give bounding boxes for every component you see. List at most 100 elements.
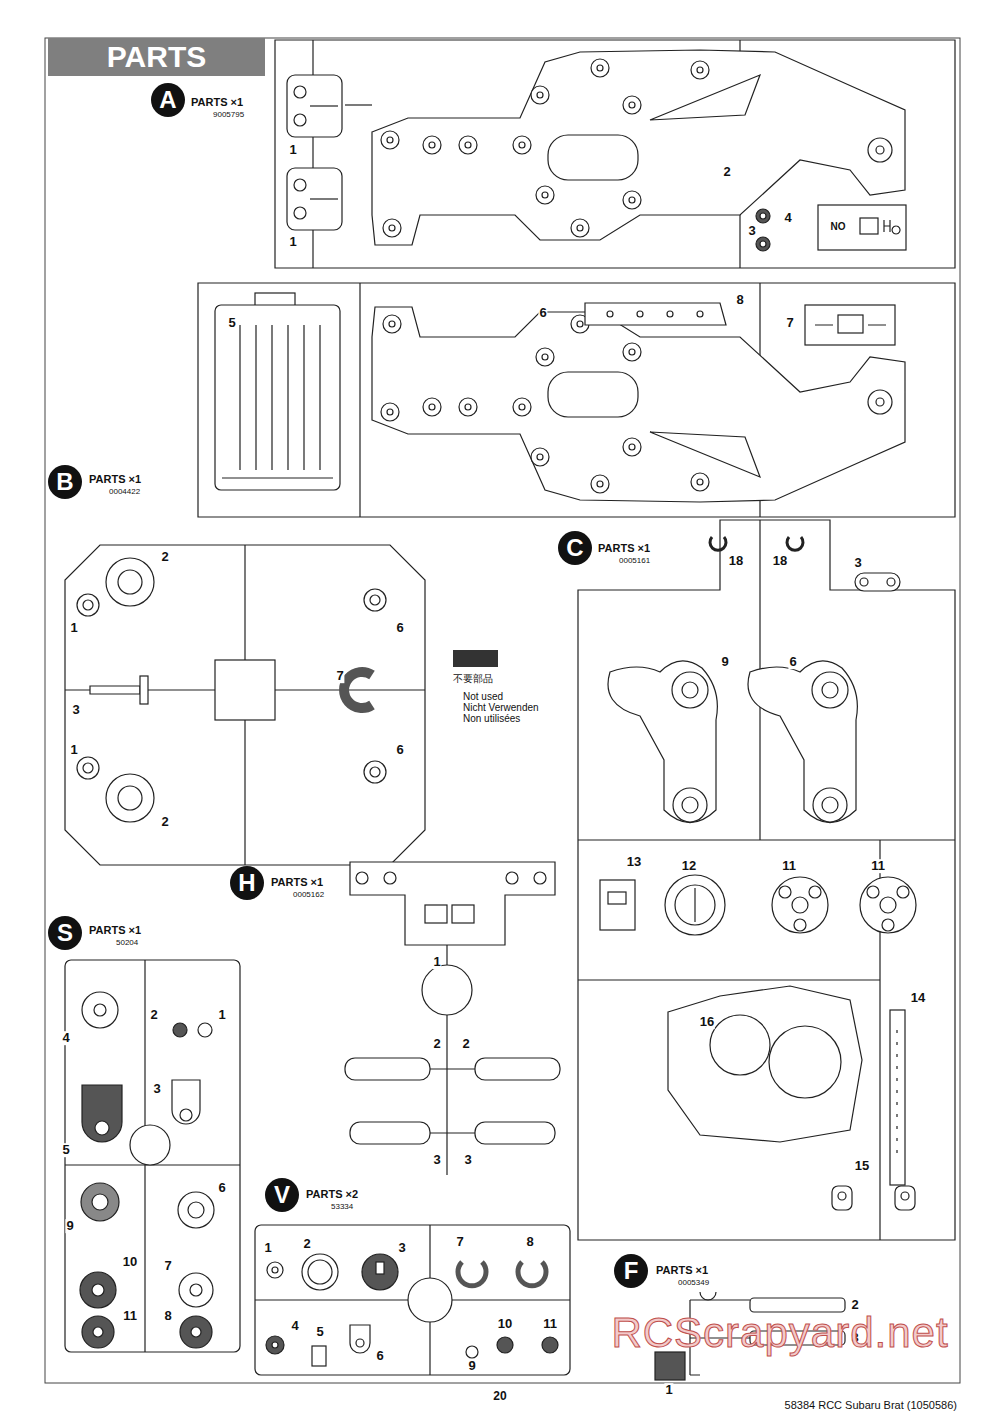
part-number: 7 (455, 1235, 464, 1249)
sprue-line (77, 757, 99, 779)
part-number: 11 (122, 1309, 138, 1323)
sprue-line (94, 1004, 106, 1016)
sprue-line (118, 786, 142, 810)
sprue-a (275, 40, 955, 268)
sprue-line (118, 570, 142, 594)
part-number: 2 (722, 165, 731, 179)
sprue-line (855, 573, 900, 591)
sprue-line (294, 86, 306, 98)
part-number: 2 (461, 1037, 470, 1051)
sprue-line (694, 888, 695, 922)
part-number: 15 (854, 1159, 870, 1173)
part-number: 9 (467, 1359, 476, 1373)
sprue-line (77, 594, 99, 616)
part-number: 1 (432, 955, 441, 969)
part-number: 7 (163, 1259, 172, 1273)
sprue-line (772, 877, 828, 933)
sprue-line (356, 1339, 364, 1347)
sprue-line (838, 315, 863, 333)
part-number: 1 (288, 235, 297, 249)
catalog-number: 0005349 (677, 1279, 710, 1287)
part-number: 13 (626, 855, 642, 869)
sprue-letter-badge: S (48, 916, 82, 950)
sprue-line (860, 218, 878, 234)
legend-item: 不要部品 (453, 650, 498, 684)
sprue-line (542, 1337, 558, 1353)
sprue-line (608, 661, 717, 823)
sprue-line (818, 205, 906, 250)
sprue-line (475, 1058, 560, 1080)
part-number: 2 (160, 815, 169, 829)
parts-count: PARTS ×1 (655, 1265, 709, 1277)
sprue-line (682, 682, 698, 698)
part-number: 5 (61, 1143, 70, 1157)
part-number: 3 (747, 224, 756, 238)
sprue-line (697, 311, 703, 317)
sprue-line (310, 198, 338, 199)
sprue-line (760, 213, 766, 219)
part-number: 10 (497, 1317, 513, 1331)
part-number: 2 (302, 1237, 311, 1251)
sprue-line (275, 40, 955, 268)
sprue-line (140, 676, 148, 704)
part-number: 4 (783, 211, 792, 225)
sprue-line (272, 1267, 278, 1273)
sprue-letter-badge: H (230, 866, 264, 900)
part-number: 12 (681, 859, 697, 873)
sprue-line (190, 1284, 202, 1296)
sprue-line (240, 325, 320, 470)
sprue-line (95, 1121, 109, 1135)
part-number: 6 (375, 1349, 384, 1363)
sprue-line (430, 1069, 475, 1133)
parts-count: PARTS ×2 (305, 1189, 359, 1201)
sprue-line (832, 1186, 852, 1210)
part-number: 18 (772, 554, 788, 568)
sprue-line (92, 1194, 108, 1210)
sprue-line (809, 886, 821, 898)
part-number: 7 (335, 669, 344, 683)
sprue-line (760, 241, 766, 247)
part-number: 4 (290, 1319, 299, 1333)
sprue-letter-badge: V (265, 1178, 299, 1212)
sprue-line (344, 672, 372, 708)
legend-swatch (453, 650, 498, 667)
sprue-line (294, 207, 306, 219)
sprue-line (45, 38, 960, 1383)
sprue-line (607, 311, 613, 317)
sprue-line (376, 1262, 384, 1274)
sprue-line (287, 75, 342, 137)
sprue-line (345, 1058, 430, 1080)
sprue-line (266, 1336, 284, 1354)
sprue-line (90, 686, 140, 694)
part-number: 3 (853, 556, 862, 570)
sprue-line (65, 960, 240, 1352)
sprue-line (362, 1254, 398, 1290)
part-number: 9 (720, 655, 729, 669)
sprue-line (356, 872, 368, 884)
legend-text: 不要部品 (453, 673, 498, 684)
sprue-line (408, 1278, 452, 1322)
part-number: 1 (69, 743, 78, 757)
sprue-line (860, 578, 868, 586)
sprue-line (600, 880, 635, 930)
sprue-line (179, 1273, 213, 1307)
sprue-line (675, 885, 715, 925)
sprue-line (287, 168, 342, 230)
catalog-number: 0005162 (292, 891, 325, 899)
sprue-line (350, 1122, 430, 1144)
sprue-line (82, 1085, 122, 1142)
sprue-line (748, 661, 857, 823)
sprue-b (198, 283, 955, 517)
sprue-line (446, 1015, 447, 1175)
sprue-line (475, 1122, 555, 1144)
sprue-line (312, 1346, 326, 1366)
sprue-line (887, 578, 895, 586)
switch-marking: NO (830, 222, 847, 233)
section-header: PARTS (48, 38, 265, 76)
sprue-line (655, 1352, 685, 1380)
sprue-line (672, 672, 708, 708)
sprue-line (173, 1023, 187, 1037)
part-number: 11 (870, 859, 886, 873)
sprue-line (884, 220, 900, 234)
